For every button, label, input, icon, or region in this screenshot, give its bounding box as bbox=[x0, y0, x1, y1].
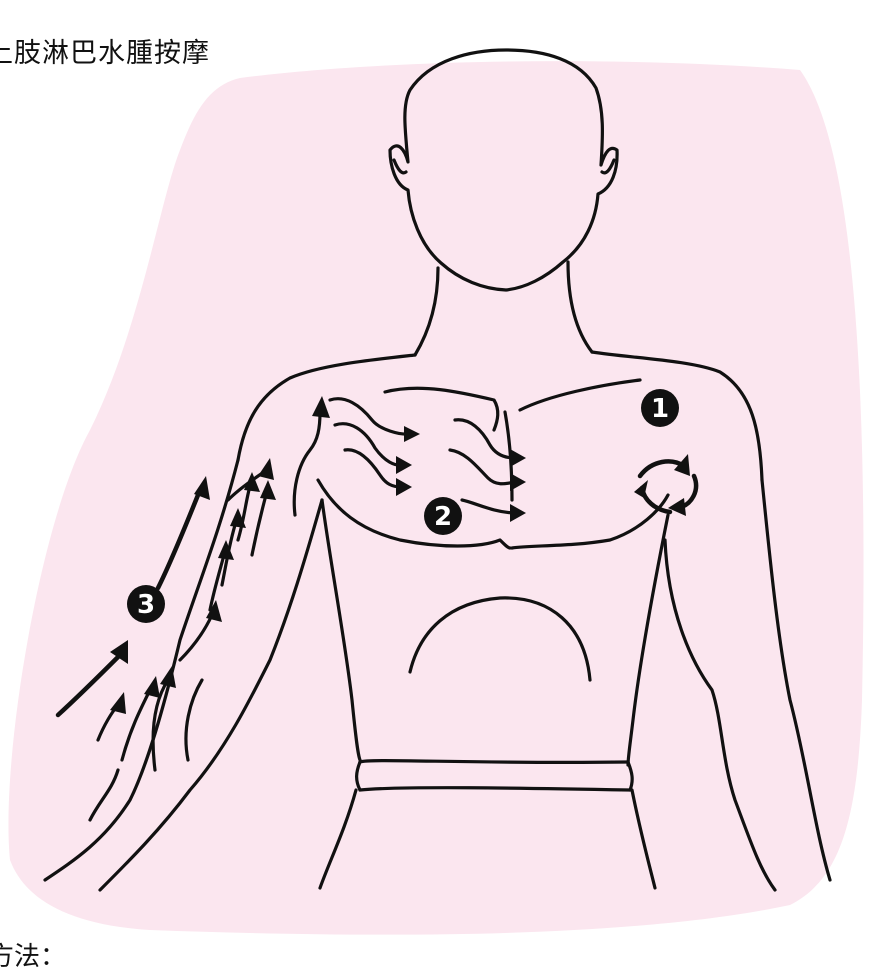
step-marker-3: 3 bbox=[127, 585, 165, 623]
step-marker-1: 1 bbox=[641, 389, 679, 427]
waistband-top bbox=[360, 761, 628, 763]
svg-text:1: 1 bbox=[651, 394, 669, 424]
svg-text:3: 3 bbox=[137, 590, 155, 620]
svg-text:2: 2 bbox=[434, 502, 452, 532]
step-marker-2: 2 bbox=[424, 497, 462, 535]
method-label: 方法： bbox=[0, 936, 66, 973]
